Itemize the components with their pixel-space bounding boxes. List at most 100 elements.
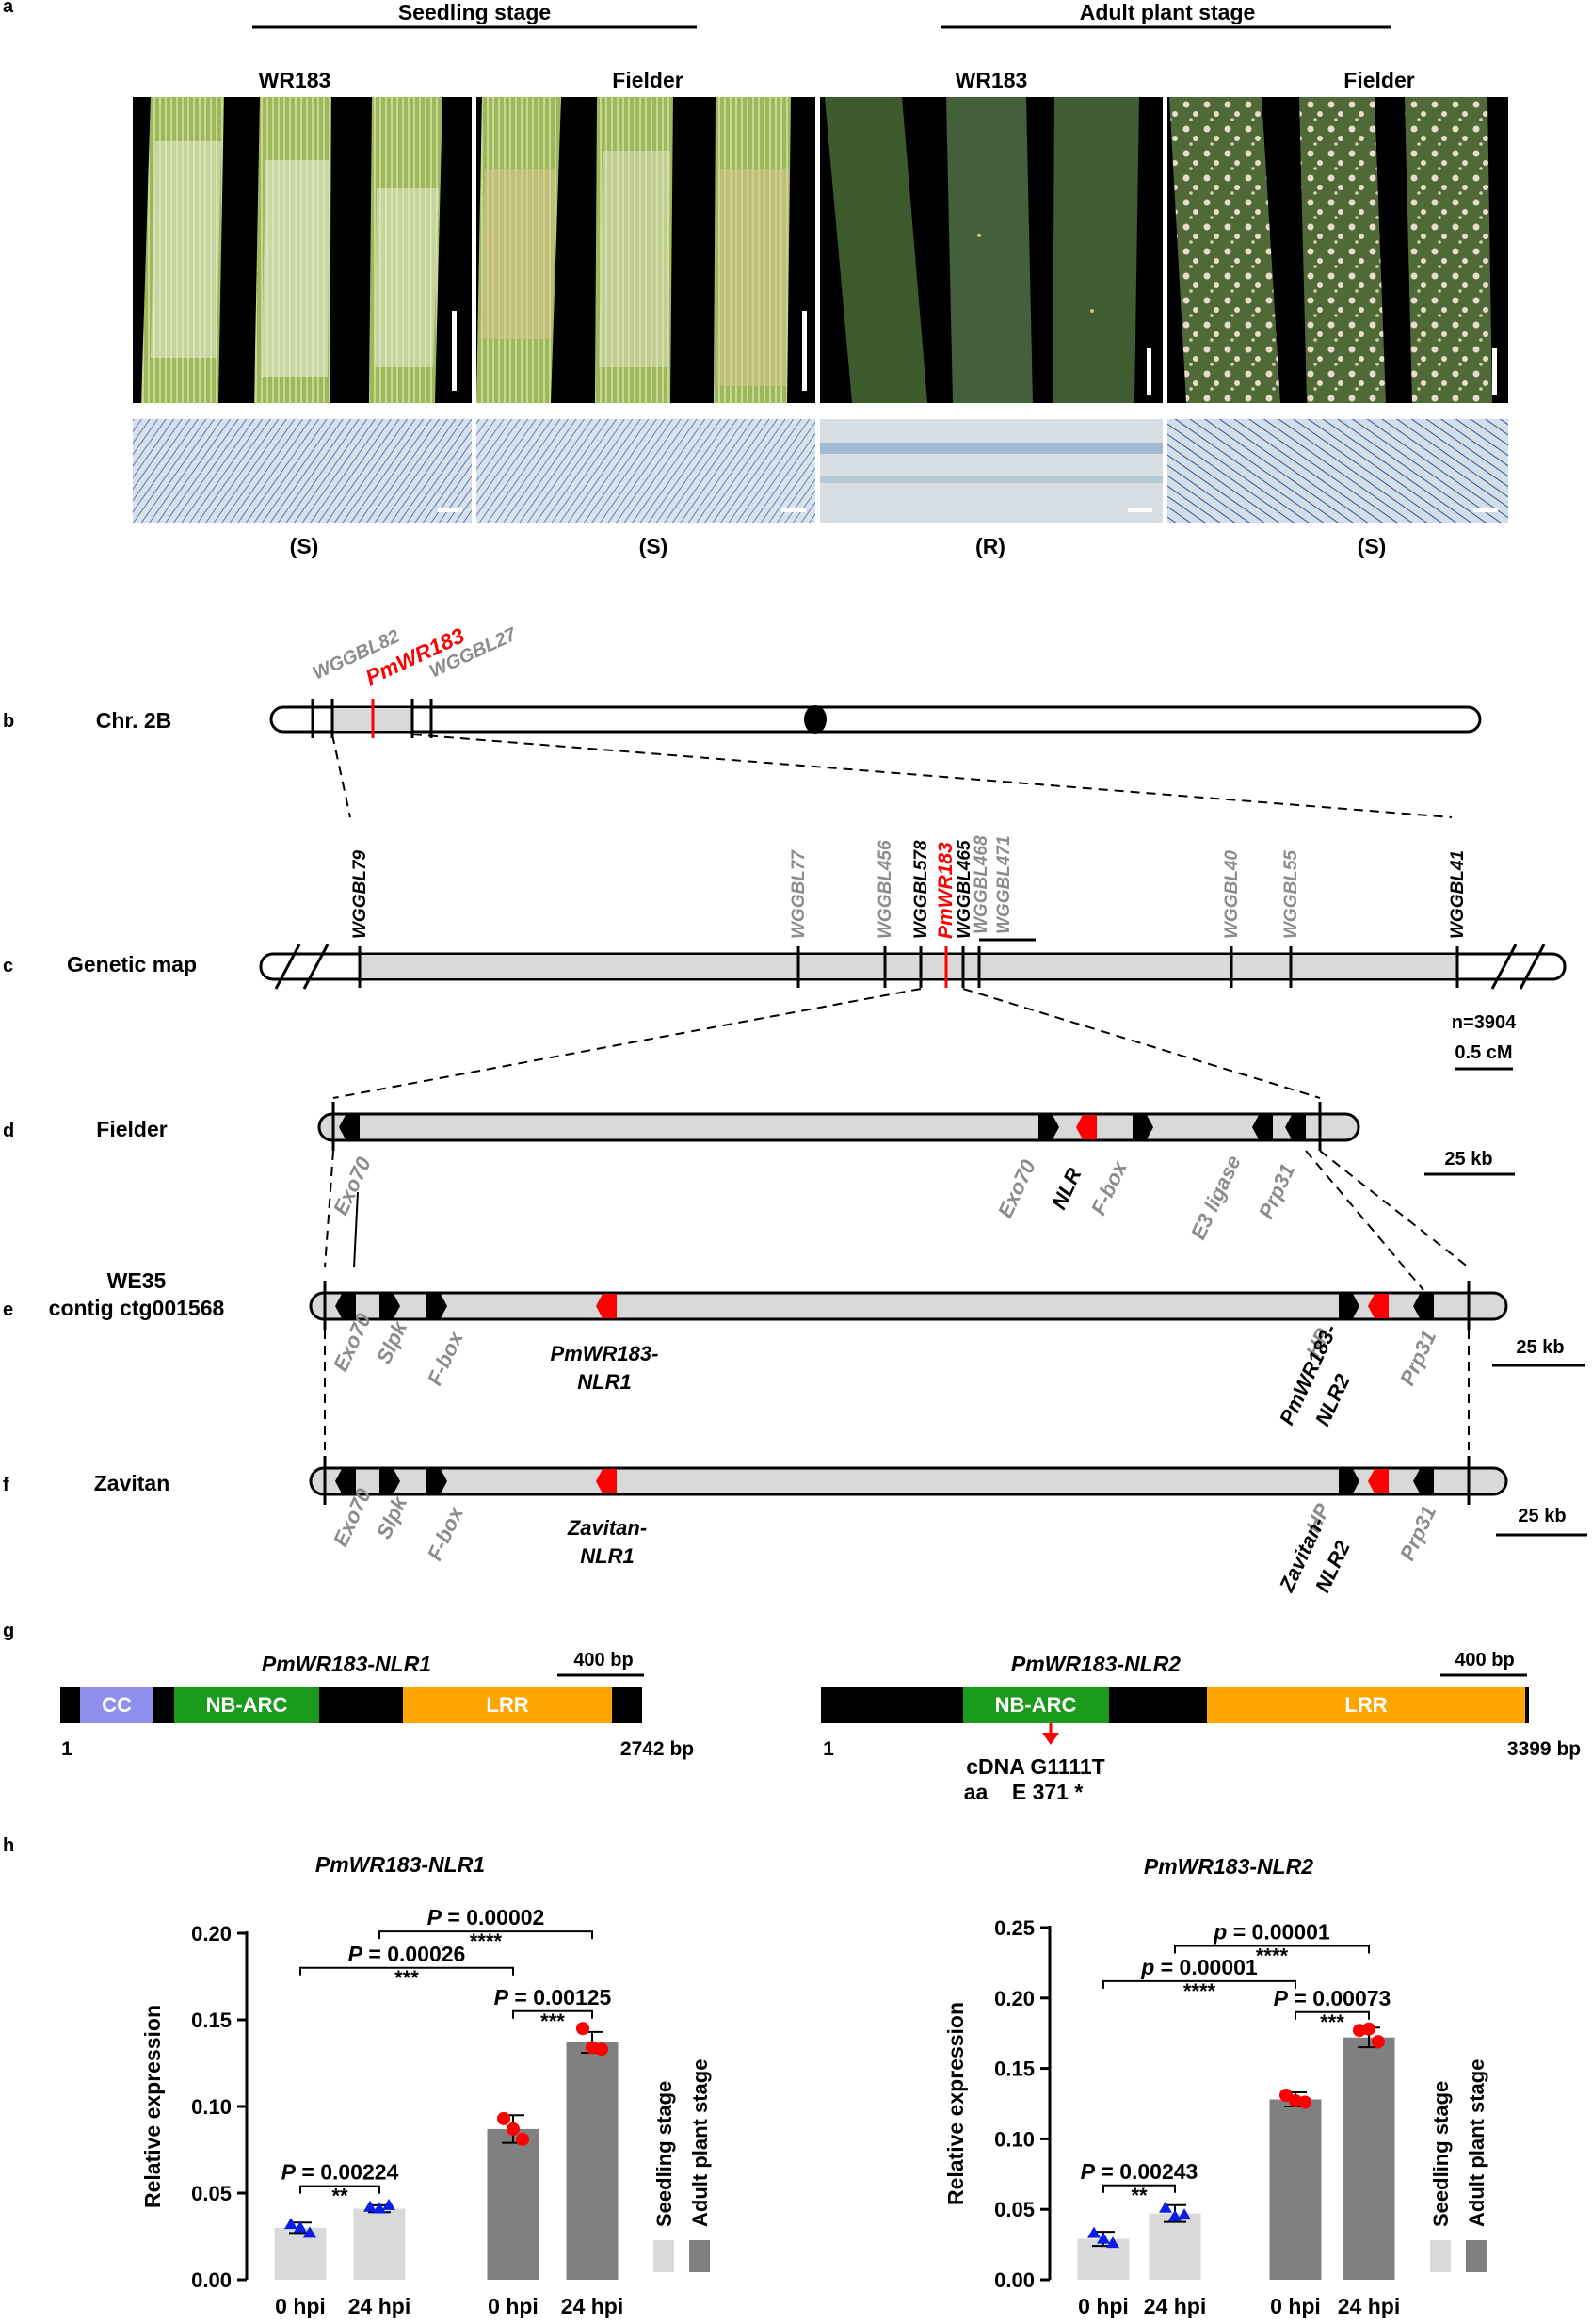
gene-exo70-d1 (339, 1115, 360, 1139)
nlr1-start: 1 (61, 1738, 72, 1760)
significance-stars: *** (394, 1966, 419, 1990)
photo-label-1: WR183 (259, 68, 331, 92)
significance-bracket (1295, 2010, 1370, 2020)
data-point (1289, 2094, 1302, 2108)
marker-wggbl79: WGGBL79 (350, 850, 370, 939)
data-point (1087, 2226, 1101, 2238)
phenotype-1: (S) (290, 534, 319, 558)
nlr2-name: PmWR183-NLR2 (1011, 1652, 1181, 1676)
p-value: P = 0.00073 (1274, 1986, 1391, 2010)
gene-structure-nlr2: PmWR183-NLR2 400 bp NB-ARC LRR 1 3399 bp… (821, 1650, 1581, 1804)
significance-bracket (378, 1930, 593, 1940)
panel-h: h PmWR183-NLR10.000.050.100.150.20Relati… (3, 1835, 1488, 2318)
gene-slpk-f (379, 1469, 400, 1493)
nlr1-nbarc-label: NB-ARC (206, 1693, 288, 1717)
gene-nlr1-f (596, 1469, 617, 1493)
data-point (303, 2226, 316, 2238)
nlr1-cc-label: CC (102, 1693, 132, 1717)
panel-d-letter: d (3, 1121, 14, 1141)
gene-label-prp31-f: Prp31 (1395, 1502, 1441, 1564)
seedling-stage-title: Seedling stage (398, 0, 551, 24)
gene-label-nlr1-f-line2: NLR1 (580, 1544, 634, 1568)
marker-wggbl465: WGGBL465 (955, 840, 974, 939)
centromere (804, 705, 827, 734)
marker-wggbl468: WGGBL468 (972, 835, 991, 934)
gene-prp31-f (1413, 1469, 1434, 1493)
panel-f: f Zavitan Exo70 Slpk F-box Zavitan- NLR1… (3, 1456, 1587, 1596)
genetic-map-interval (360, 955, 1457, 978)
nlr1-domain-cc (80, 1687, 153, 1723)
gene-exo70-f (335, 1469, 356, 1493)
significance-stars: **** (1183, 1979, 1216, 2003)
significance-bracket (1174, 1945, 1370, 1954)
p-value: p = 0.00001 (1213, 1919, 1330, 1944)
y-axis-label: Relative expression (140, 2005, 165, 2208)
marker-wggbl40: WGGBL40 (1222, 850, 1242, 939)
legend-label-adult: Adult plant stage (1465, 2059, 1488, 2227)
data-point (1106, 2236, 1119, 2249)
mutation-arrow-head (1042, 1733, 1059, 1745)
significance-stars: ** (331, 2185, 348, 2208)
data-point (1159, 2201, 1172, 2213)
leaf-photo-wr183-adult (820, 97, 1163, 403)
y-tick-label: 0.10 (191, 2095, 232, 2119)
panel-g: g PmWR183-NLR1 400 bp CC NB-ARC LRR 1 27… (3, 1621, 1581, 1804)
bar (1343, 2037, 1395, 2280)
data-point (373, 2202, 386, 2214)
bar (566, 2042, 619, 2280)
marker-wggbl456: WGGBL456 (876, 840, 895, 939)
legend-label-seedling: Seedling stage (652, 2081, 676, 2227)
significance-bracket (512, 2009, 593, 2019)
gene-fbox-e (426, 1294, 447, 1318)
data-point (1168, 2209, 1182, 2221)
bar (487, 2128, 539, 2280)
y-tick-label: 0.15 (191, 2009, 232, 2032)
zavitan-contig (309, 1466, 1508, 1496)
leaf-photo-fielder-adult (1167, 97, 1508, 403)
y-tick-label: 0.10 (994, 2127, 1035, 2151)
panel-c-scale-label: 0.5 cM (1455, 1042, 1512, 1063)
p-value: p = 0.00001 (1140, 1955, 1258, 1979)
panel-e-row-label-2: contig ctg001568 (49, 1296, 225, 1320)
gene-fbox-f (426, 1469, 447, 1493)
data-point (363, 2200, 377, 2212)
y-tick-label: 0.20 (994, 1987, 1035, 2010)
fielder-contig (317, 1112, 1360, 1142)
y-tick-label: 0.05 (994, 2198, 1035, 2221)
gene-label-fbox-e: F-box (423, 1328, 468, 1390)
gene-e3-d (1252, 1115, 1273, 1139)
chart-title: PmWR183-NLR1 (315, 1852, 485, 1877)
data-point (294, 2220, 307, 2233)
significance-stars: **** (1256, 1944, 1289, 1967)
gene-nlr2-e (1368, 1294, 1389, 1318)
nlr2-scale-label: 400 bp (1455, 1650, 1514, 1670)
phenotype-2: (S) (639, 534, 668, 558)
panel-f-row-label: Zavitan (94, 1471, 170, 1495)
panel-c-n: n=3904 (1452, 1012, 1517, 1033)
panel-f-letter: f (3, 1475, 9, 1495)
photo-label-4: Fielder (1343, 68, 1414, 92)
photo-label-3: WR183 (956, 68, 1028, 92)
panel-a: a Seedling stage Adult plant stage WR183… (3, 0, 1508, 558)
y-tick-label: 0.00 (994, 2268, 1035, 2292)
x-tick-label: 24 hpi (561, 2294, 623, 2318)
zoom-c-right (962, 988, 1321, 1099)
gene-label-fbox-d: F-box (1086, 1157, 1132, 1219)
bar (1269, 2099, 1322, 2280)
data-point (1362, 2022, 1375, 2036)
nlr2-start: 1 (823, 1738, 834, 1760)
adult-stage-title: Adult plant stage (1080, 0, 1256, 24)
data-point (382, 2198, 395, 2210)
nlr1-end: 2742 bp (620, 1738, 694, 1760)
nlr1-name: PmWR183-NLR1 (262, 1652, 431, 1676)
bar (274, 2227, 327, 2280)
panel-c-letter: c (3, 956, 13, 976)
x-tick-label: 0 hpi (1078, 2294, 1129, 2318)
nlr1-domain-lrr (403, 1687, 612, 1723)
zoom-line-right (411, 734, 1453, 818)
panel-f-scale-label: 25 kb (1518, 1506, 1566, 1526)
gene-label-e3-d: E3 ligase (1186, 1152, 1246, 1243)
gene-label-nlr1-f-line1: Zavitan- (567, 1516, 647, 1540)
leaf-photo-fielder-seedling (476, 97, 815, 403)
nlr1-lrr-label: LRR (486, 1693, 528, 1717)
